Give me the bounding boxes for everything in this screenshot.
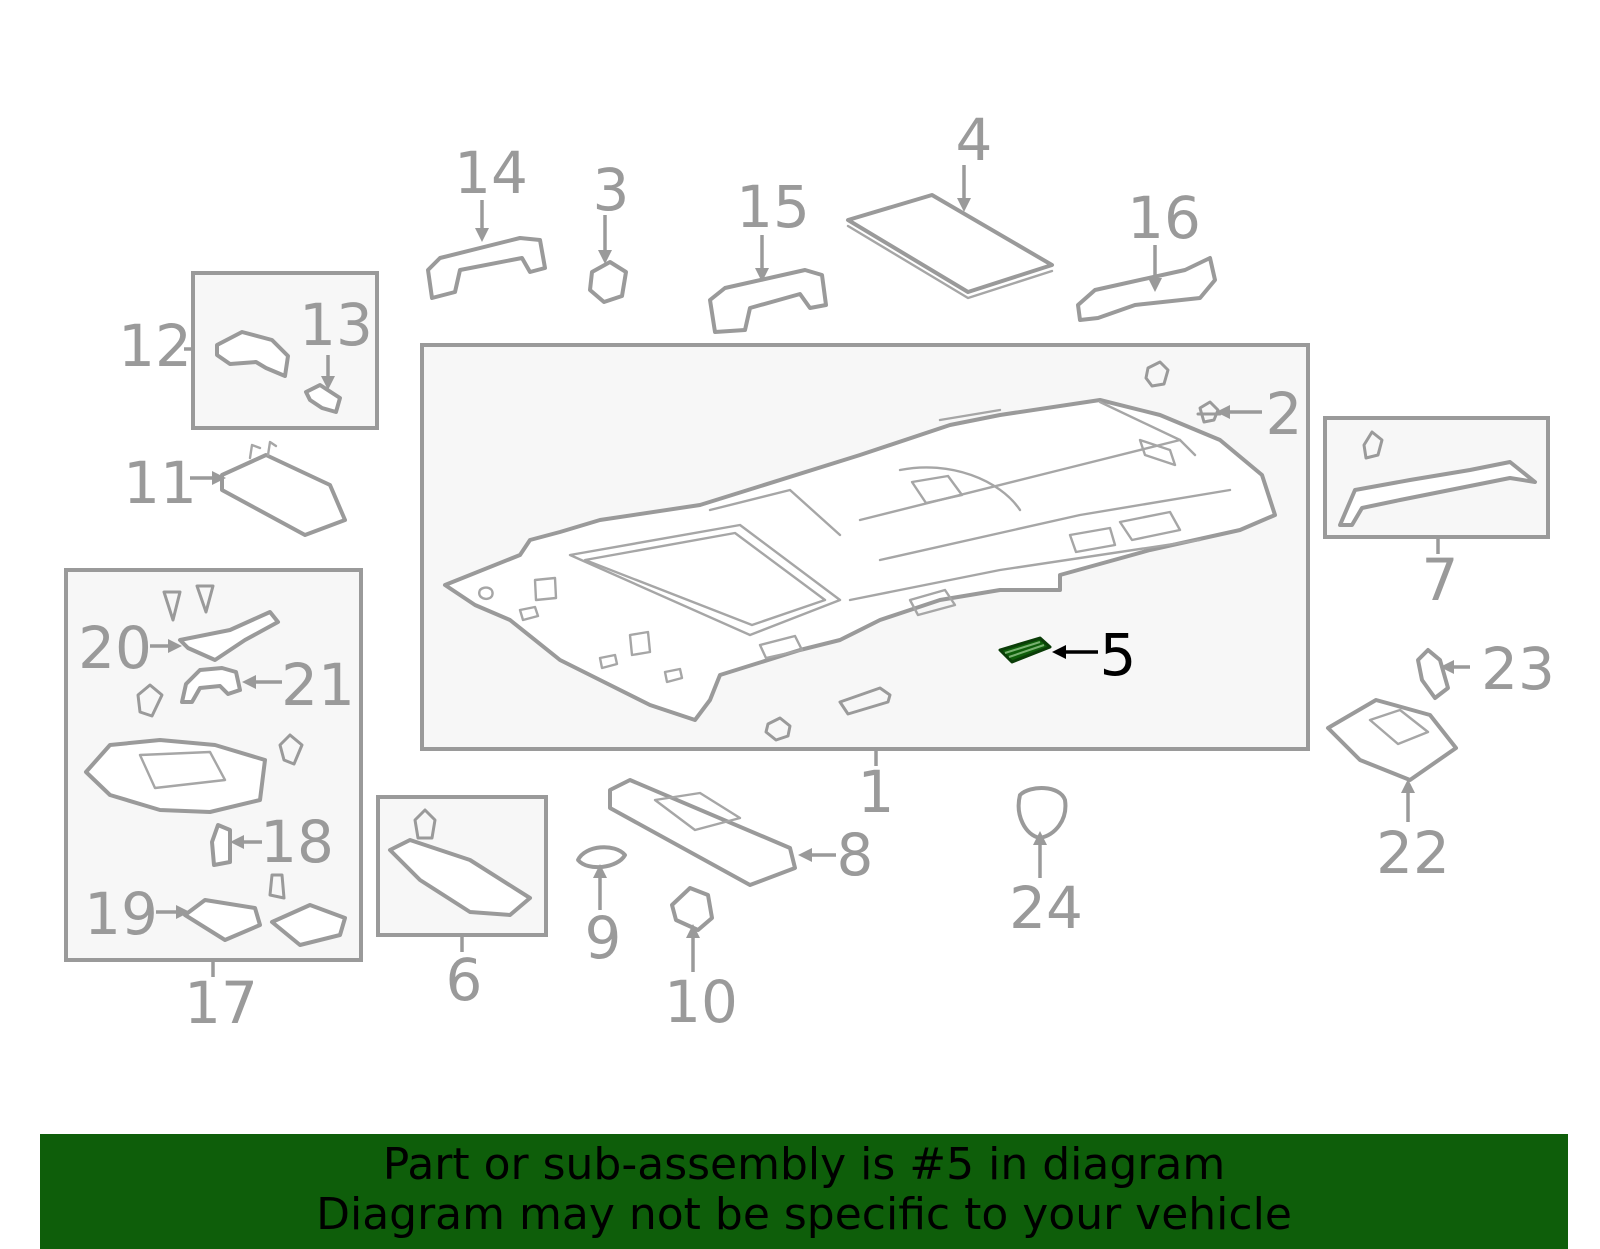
banner-line-1: Part or sub-assembly is #5 in diagram [382, 1139, 1226, 1190]
assist-grip-15 [708, 268, 828, 334]
callout-20: 20 [78, 614, 152, 682]
callout-22: 22 [1376, 819, 1450, 887]
info-banner: Part or sub-assembly is #5 in diagram Di… [40, 1134, 1568, 1249]
callout-16: 16 [1127, 184, 1201, 252]
callout-24: 24 [1009, 874, 1083, 942]
callout-9: 9 [585, 904, 622, 972]
lamp-part-22 [1326, 698, 1458, 782]
clip-bottom-center [764, 716, 792, 742]
callout-17: 17 [184, 969, 258, 1037]
leader-arrows [150, 165, 1470, 977]
callout-4: 4 [956, 106, 993, 174]
assist-grip-16 [1076, 256, 1217, 322]
clip-part-2 [1196, 400, 1222, 424]
headliner-part-1 [443, 398, 1277, 722]
sun-visor-part-8 [608, 778, 797, 887]
handle-part-headliner [838, 686, 892, 716]
clip-part-18 [210, 823, 232, 867]
callout-8: 8 [837, 821, 874, 889]
callout-21: 21 [281, 651, 355, 719]
callout-6: 6 [446, 946, 483, 1014]
wire-part-21 [180, 666, 242, 704]
callout-labels: 1 2 3 4 5 6 7 8 9 10 11 12 13 14 15 16 1… [78, 106, 1555, 1037]
callout-18: 18 [260, 808, 334, 876]
callout-23: 23 [1481, 635, 1555, 703]
callout-10: 10 [664, 968, 738, 1036]
callout-12: 12 [118, 312, 192, 380]
cap-part-24 [1016, 786, 1068, 840]
callout-2: 2 [1266, 380, 1303, 448]
part-5-highlighted [998, 636, 1052, 664]
bracket-part-6 [388, 808, 532, 917]
bracket-part-20 [178, 610, 280, 662]
small-clip-17 [268, 873, 286, 900]
callout-19: 19 [84, 880, 158, 948]
clip-pins-17 [136, 584, 304, 766]
console-part-17 [84, 738, 267, 814]
callout-3: 3 [593, 156, 630, 224]
bracket-part-12 [215, 330, 290, 378]
lamp-cover-17 [270, 903, 347, 947]
clip-part-13 [304, 383, 342, 414]
callout-14: 14 [454, 139, 528, 207]
callout-13: 13 [299, 291, 373, 359]
callout-1: 1 [858, 758, 895, 826]
cover-part-11 [220, 440, 347, 537]
lamp-part-19 [183, 898, 262, 942]
callout-5: 5 [1100, 621, 1137, 689]
clip-part-3 [588, 260, 628, 304]
callout-11: 11 [123, 449, 197, 517]
panel-part-4 [846, 193, 1054, 300]
clip-part-23 [1416, 648, 1450, 700]
assist-grip-14 [426, 236, 547, 300]
cap-part-9 [576, 845, 627, 870]
banner-line-2: Diagram may not be specific to your vehi… [316, 1189, 1292, 1240]
trim-part-7 [1338, 430, 1537, 527]
clip-top-right [1144, 360, 1170, 388]
callout-7: 7 [1422, 546, 1459, 614]
callout-15: 15 [736, 173, 810, 241]
holder-part-10 [670, 886, 714, 932]
